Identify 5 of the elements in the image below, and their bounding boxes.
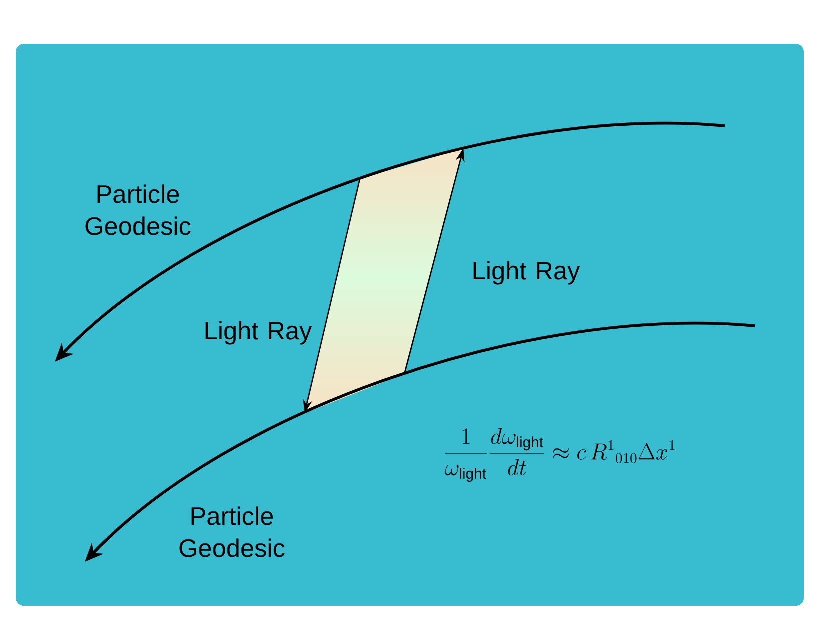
text-label: Particle Geodesic <box>180 506 285 558</box>
text-label: Particle Geodesic <box>86 184 191 236</box>
formula: $\frac{1}{\omega_{\mathrm{light}}}\frac{d\omega_{\mathrm{light}}}{dt}\approx c\,R^{1}{}_{010}\Delta x^{1}$ <box>445 428 675 482</box>
text-label: Light Ray <box>474 261 580 285</box>
text-label: Light Ray <box>206 321 312 345</box>
